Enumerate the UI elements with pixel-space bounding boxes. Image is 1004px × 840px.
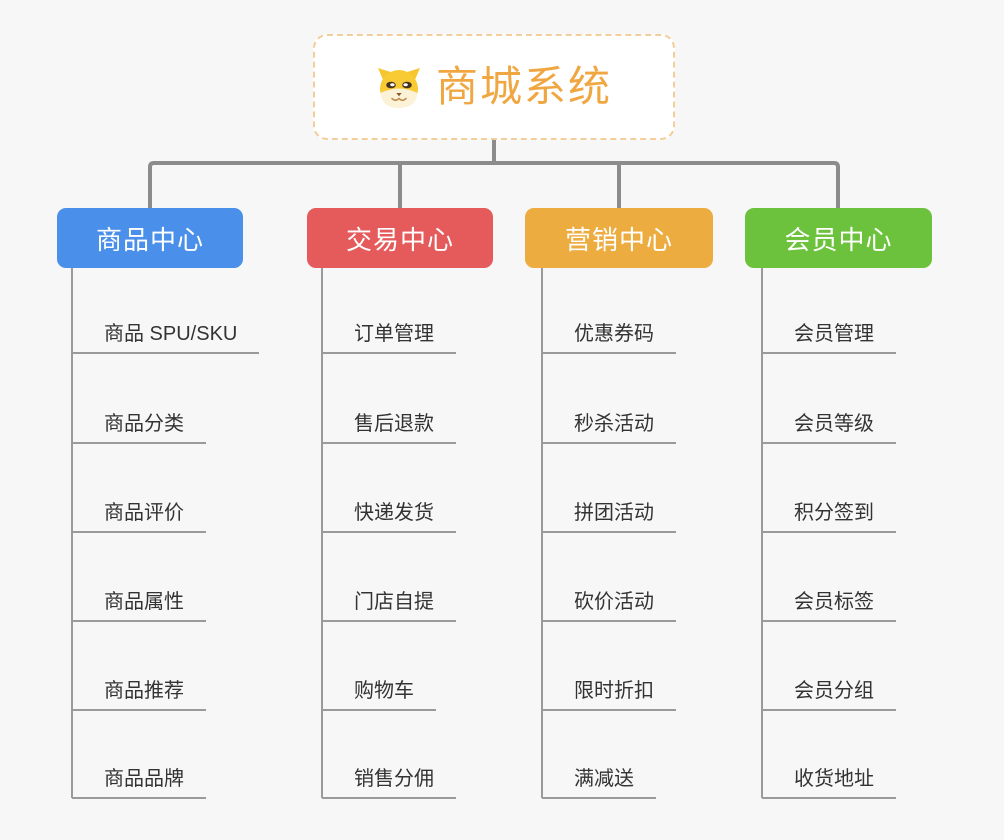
leaf-node[interactable]: 门店自提 [322,584,456,622]
leaf-node[interactable]: 优惠券码 [542,316,676,354]
dog-face-icon [377,68,420,108]
leaf-node[interactable]: 快递发货 [322,495,456,533]
leaf-node[interactable]: 满减送 [542,761,656,799]
branch-rail-connector [148,161,840,208]
leaf-node[interactable]: 商品 SPU/SKU [72,316,260,354]
leaf-node[interactable]: 限时折扣 [542,673,676,711]
root-title: 商城系统 [435,63,612,110]
leaf-node[interactable]: 会员分组 [762,673,896,711]
leaf-node[interactable]: 商品推荐 [72,673,206,711]
leaf-node[interactable]: 商品属性 [72,584,206,622]
leaf-node[interactable]: 积分签到 [762,495,896,533]
branch-node-product-center[interactable]: 商品中心 [57,208,243,268]
leaf-node[interactable]: 会员标签 [762,584,896,622]
branch-node-member-center[interactable]: 会员中心 [745,208,932,268]
leaf-node[interactable]: 收货地址 [762,761,896,799]
leaf-node[interactable]: 会员等级 [762,406,896,444]
leaf-node[interactable]: 商品品牌 [72,761,206,799]
branch-node-marketing-center[interactable]: 营销中心 [525,208,713,268]
leaf-node[interactable]: 砍价活动 [542,584,676,622]
leaf-node[interactable]: 拼团活动 [542,495,676,533]
leaf-node[interactable]: 销售分佣 [322,761,456,799]
leaf-node[interactable]: 订单管理 [322,316,456,354]
root-node[interactable]: 商城系统 [313,34,675,140]
branch-node-trade-center[interactable]: 交易中心 [307,208,493,268]
leaf-node[interactable]: 商品评价 [72,495,206,533]
leaf-node[interactable]: 售后退款 [322,406,456,444]
leaf-node[interactable]: 会员管理 [762,316,896,354]
leaf-node[interactable]: 商品分类 [72,406,206,444]
leaf-node[interactable]: 秒杀活动 [542,406,676,444]
leaf-node[interactable]: 购物车 [322,673,436,711]
